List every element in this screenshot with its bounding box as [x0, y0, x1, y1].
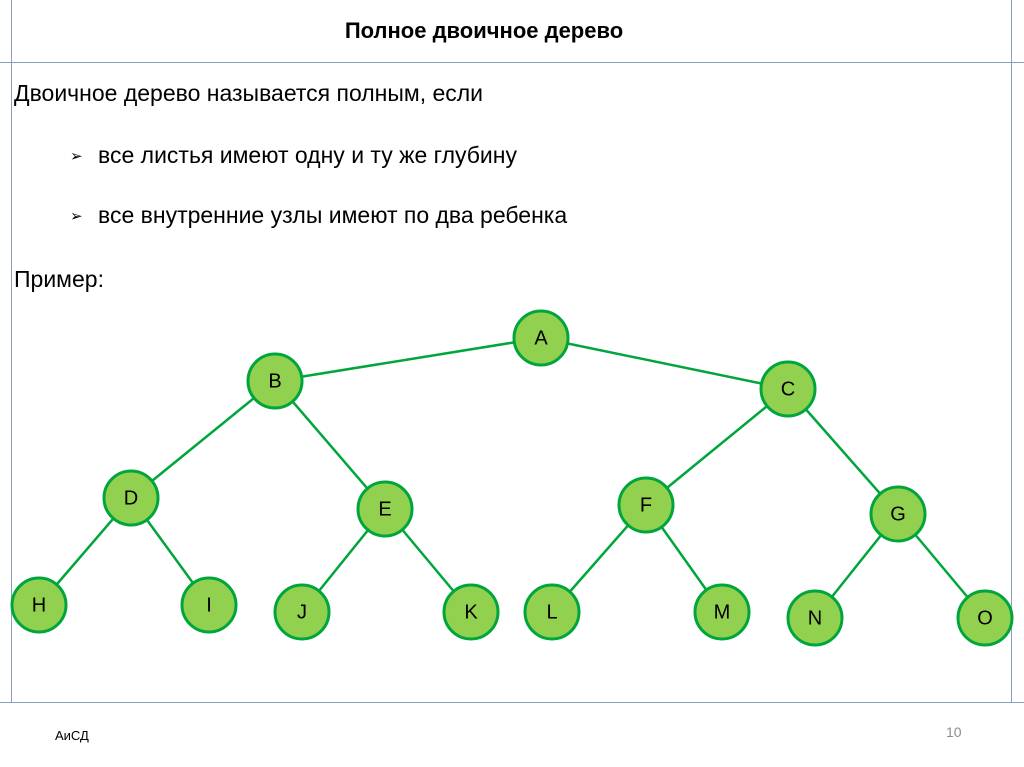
- tree-node-f: F: [617, 476, 675, 534]
- tree-node-g: G: [869, 485, 927, 543]
- binary-tree-diagram: A B C D E F G H I J K L M N O: [10, 309, 1014, 647]
- node-circle: [786, 589, 844, 647]
- tree-edges: [38, 336, 986, 619]
- edge-a-b: [274, 336, 542, 383]
- bullet-item-leaves: ➢ все листья имеют одну и ту же глубину: [70, 142, 517, 169]
- node-label: F: [640, 494, 652, 516]
- node-circle: [512, 309, 570, 367]
- node-circle: [759, 360, 817, 418]
- node-label: E: [378, 498, 391, 520]
- node-circle: [356, 480, 414, 538]
- bullet-text: все листья имеют одну и ту же глубину: [98, 142, 517, 168]
- node-circle: [10, 576, 68, 634]
- tree-node-k: K: [442, 583, 500, 641]
- tree-node-a: A: [512, 309, 570, 367]
- node-label: C: [781, 378, 795, 400]
- edge-b-d: [130, 380, 276, 499]
- edge-c-f: [645, 388, 789, 506]
- arrow-bullet-icon: ➢: [70, 147, 83, 165]
- tree-node-b: B: [246, 352, 304, 410]
- tree-node-h: H: [10, 576, 68, 634]
- tree-node-i: I: [180, 576, 238, 634]
- node-circle: [523, 583, 581, 641]
- node-label: G: [890, 503, 906, 525]
- node-label: O: [977, 607, 993, 629]
- title-divider: [0, 62, 1024, 63]
- edge-a-c: [540, 336, 789, 391]
- node-circle: [102, 469, 160, 527]
- node-label: K: [464, 601, 478, 623]
- node-circle: [956, 589, 1014, 647]
- tree-node-l: L: [523, 583, 581, 641]
- node-label: B: [268, 370, 281, 392]
- tree-node-e: E: [356, 480, 414, 538]
- node-label: A: [534, 327, 548, 349]
- tree-node-n: N: [786, 589, 844, 647]
- slide-border-right: [1011, 0, 1012, 702]
- tree-node-o: O: [956, 589, 1014, 647]
- definition-text: Двоичное дерево называется полным, если: [14, 80, 484, 106]
- example-label: Пример:: [14, 266, 104, 292]
- tree-node-j: J: [273, 583, 331, 641]
- slide-border-left: [11, 0, 12, 702]
- tree-node-d: D: [102, 469, 160, 527]
- page-number: 10: [946, 724, 962, 740]
- tree-node-m: M: [693, 583, 751, 641]
- node-label: M: [714, 601, 731, 623]
- tree-nodes: A B C D E F G H I J K L M N O: [10, 309, 1014, 647]
- node-label: H: [32, 594, 46, 616]
- node-label: L: [546, 601, 557, 623]
- footer-divider: [0, 702, 1024, 703]
- node-circle: [617, 476, 675, 534]
- node-label: J: [297, 601, 307, 623]
- node-circle: [180, 576, 238, 634]
- node-circle: [693, 583, 751, 641]
- node-circle: [869, 485, 927, 543]
- node-circle: [246, 352, 304, 410]
- node-circle: [442, 583, 500, 641]
- bullet-text: все внутренние узлы имеют по два ребенка: [98, 202, 568, 228]
- node-label: D: [124, 487, 138, 509]
- tree-node-c: C: [759, 360, 817, 418]
- footer-course-label: АиСД: [55, 728, 89, 743]
- slide-title: Полное двоичное дерево: [344, 18, 624, 43]
- bullet-item-internal-nodes: ➢ все внутренние узлы имеют по два ребен…: [70, 202, 567, 229]
- node-label: N: [808, 607, 822, 629]
- arrow-bullet-icon: ➢: [70, 207, 83, 225]
- node-label: I: [206, 594, 212, 616]
- node-circle: [273, 583, 331, 641]
